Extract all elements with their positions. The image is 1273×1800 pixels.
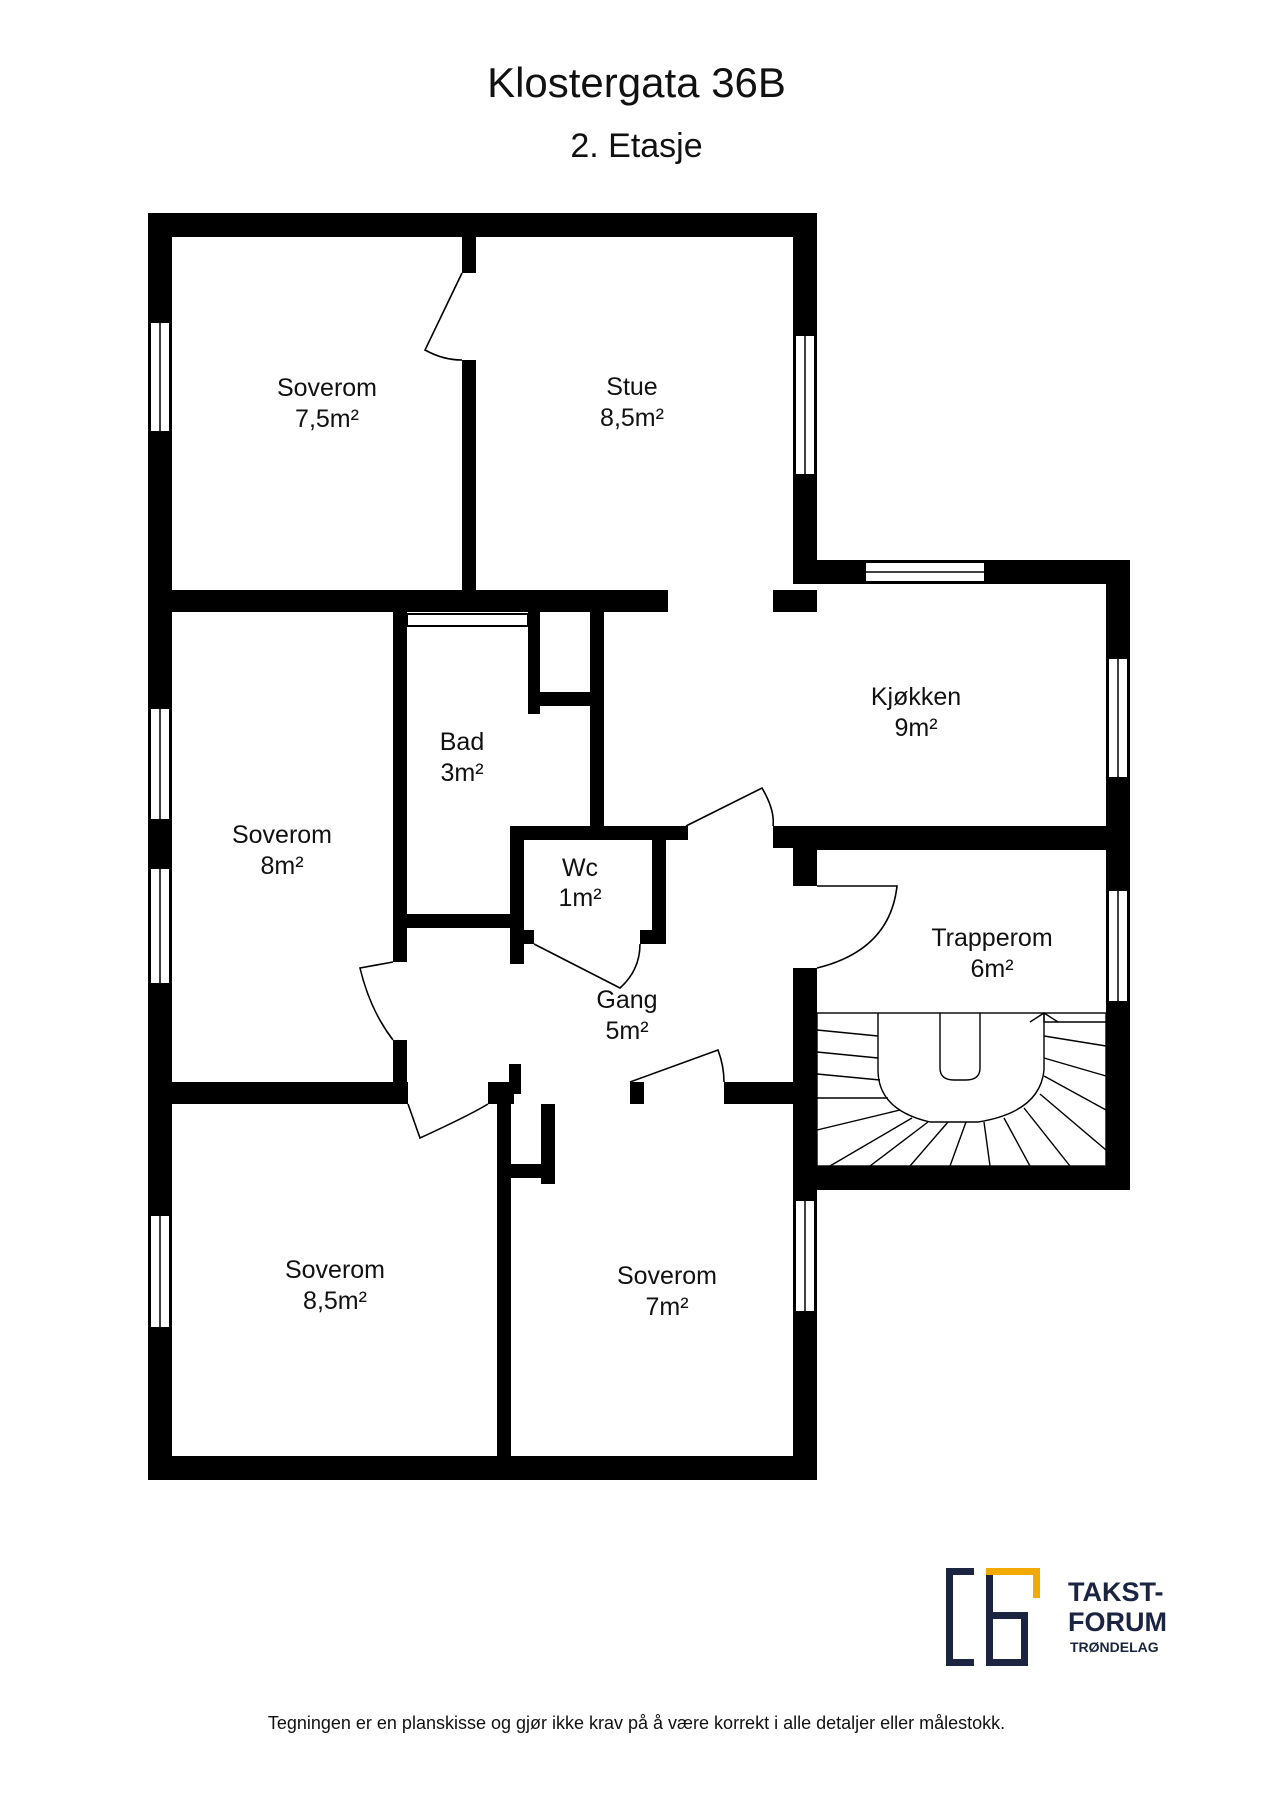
room-name-soverom-sw: Soverom xyxy=(285,1256,385,1284)
room-area-trapperom: 6m² xyxy=(970,955,1013,983)
room-name-soverom-nw: Soverom xyxy=(277,374,377,402)
room-name-soverom-s: Soverom xyxy=(617,1262,717,1290)
logo-mark-icon xyxy=(946,1568,1040,1666)
room-area-soverom-sw: 8,5m² xyxy=(303,1287,367,1315)
room-area-gang: 5m² xyxy=(605,1017,648,1045)
window-lines xyxy=(159,322,1119,1328)
room-name-wc: Wc xyxy=(562,854,598,882)
room-name-stue: Stue xyxy=(606,373,657,401)
room-labels: Soverom 7,5m² Stue 8,5m² Kjøkken 9m² Bad… xyxy=(232,373,1053,1321)
room-name-trapperom: Trapperom xyxy=(931,924,1052,952)
room-area-kjokken: 9m² xyxy=(894,714,937,742)
plan-subtitle: 2. Etasje xyxy=(570,127,703,165)
room-name-kjokken: Kjøkken xyxy=(871,683,961,711)
room-area-soverom-nw: 7,5m² xyxy=(295,405,359,433)
room-area-wc: 1m² xyxy=(558,884,601,912)
disclaimer-text: Tegningen er en planskisse og gjør ikke … xyxy=(267,1713,1006,1733)
logo-line-3: TRØNDELAG xyxy=(1070,1639,1159,1655)
plan-title: Klostergata 36B xyxy=(487,59,786,106)
doors xyxy=(359,272,898,1140)
room-area-bad: 3m² xyxy=(440,759,483,787)
staircase xyxy=(816,1012,1107,1167)
room-name-soverom-w: Soverom xyxy=(232,821,332,849)
room-name-gang: Gang xyxy=(596,986,657,1014)
logo-line-2: FORUM xyxy=(1068,1607,1167,1637)
room-area-soverom-s: 7m² xyxy=(645,1293,688,1321)
logo-line-1: TAKST- xyxy=(1068,1577,1164,1607)
room-area-stue: 8,5m² xyxy=(600,404,664,432)
takstforum-logo: TAKST- FORUM TRØNDELAG xyxy=(946,1568,1167,1666)
room-name-bad: Bad xyxy=(440,728,484,756)
room-area-soverom-w: 8m² xyxy=(260,852,303,880)
